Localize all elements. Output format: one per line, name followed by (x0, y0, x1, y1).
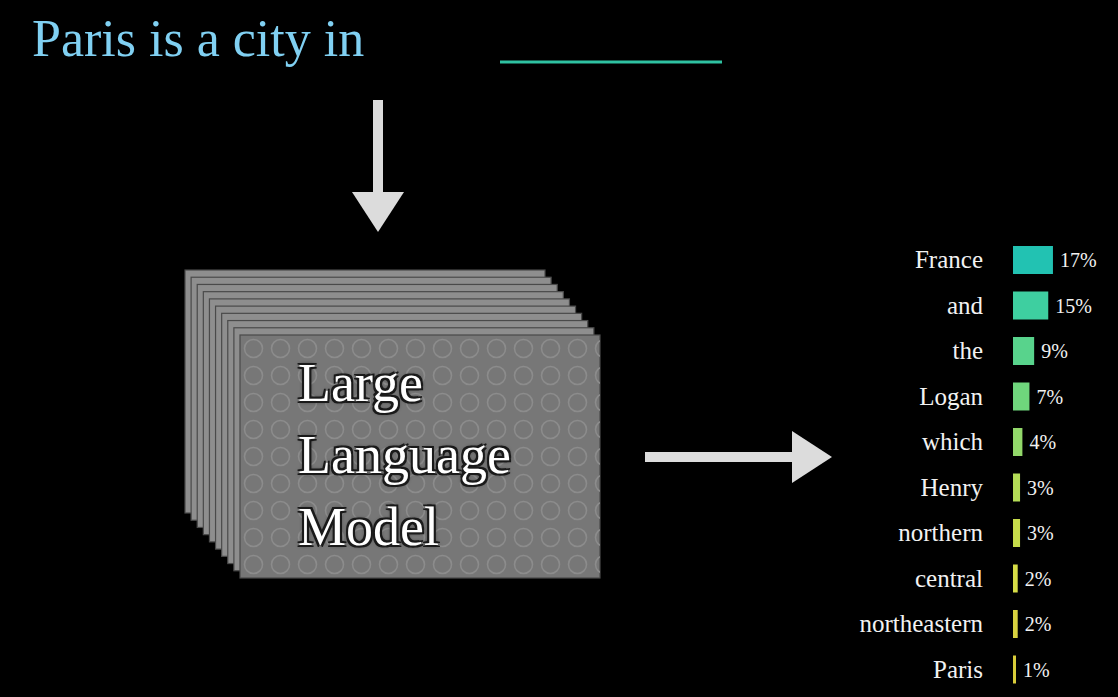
down-arrow (352, 100, 404, 232)
token-label: and (947, 290, 983, 322)
probability-value: 9% (1041, 337, 1068, 365)
token-label: the (952, 335, 983, 367)
probability-bar (1013, 383, 1029, 411)
probability-value: 1% (1023, 656, 1050, 684)
token-label: northeastern (859, 608, 983, 640)
probability-bar (1013, 337, 1034, 365)
bar-group (1013, 246, 1053, 684)
token-label: which (922, 426, 983, 458)
probability-value: 17% (1060, 246, 1097, 274)
token-label: France (915, 244, 983, 276)
probability-value: 3% (1027, 519, 1054, 547)
prompt-title: Paris is a city in (32, 6, 364, 72)
token-label: Logan (919, 381, 983, 413)
token-label: central (915, 563, 983, 595)
probability-value: 2% (1025, 610, 1052, 638)
probability-value: 15% (1055, 292, 1092, 320)
token-label: northern (898, 517, 983, 549)
probability-value: 4% (1029, 428, 1056, 456)
probability-bar (1013, 519, 1020, 547)
probability-bar (1013, 428, 1022, 456)
token-label: Henry (921, 472, 983, 504)
probability-bar (1013, 474, 1020, 502)
probability-value: 7% (1036, 383, 1063, 411)
model-box: Large Language Model (240, 335, 600, 578)
model-stack (185, 270, 600, 578)
probability-bar (1013, 610, 1018, 638)
probability-bar (1013, 565, 1018, 593)
model-layer (240, 335, 600, 578)
probability-bar (1013, 246, 1053, 274)
probability-bar (1013, 656, 1016, 684)
right-arrow (645, 431, 832, 483)
probability-value: 3% (1027, 474, 1054, 502)
model-label: Large Language Model (298, 347, 588, 563)
probability-value: 2% (1025, 565, 1052, 593)
neuron-grid (240, 335, 600, 578)
token-label: Paris (933, 654, 983, 686)
blank-underline (500, 61, 722, 64)
probability-bar (1013, 292, 1048, 320)
